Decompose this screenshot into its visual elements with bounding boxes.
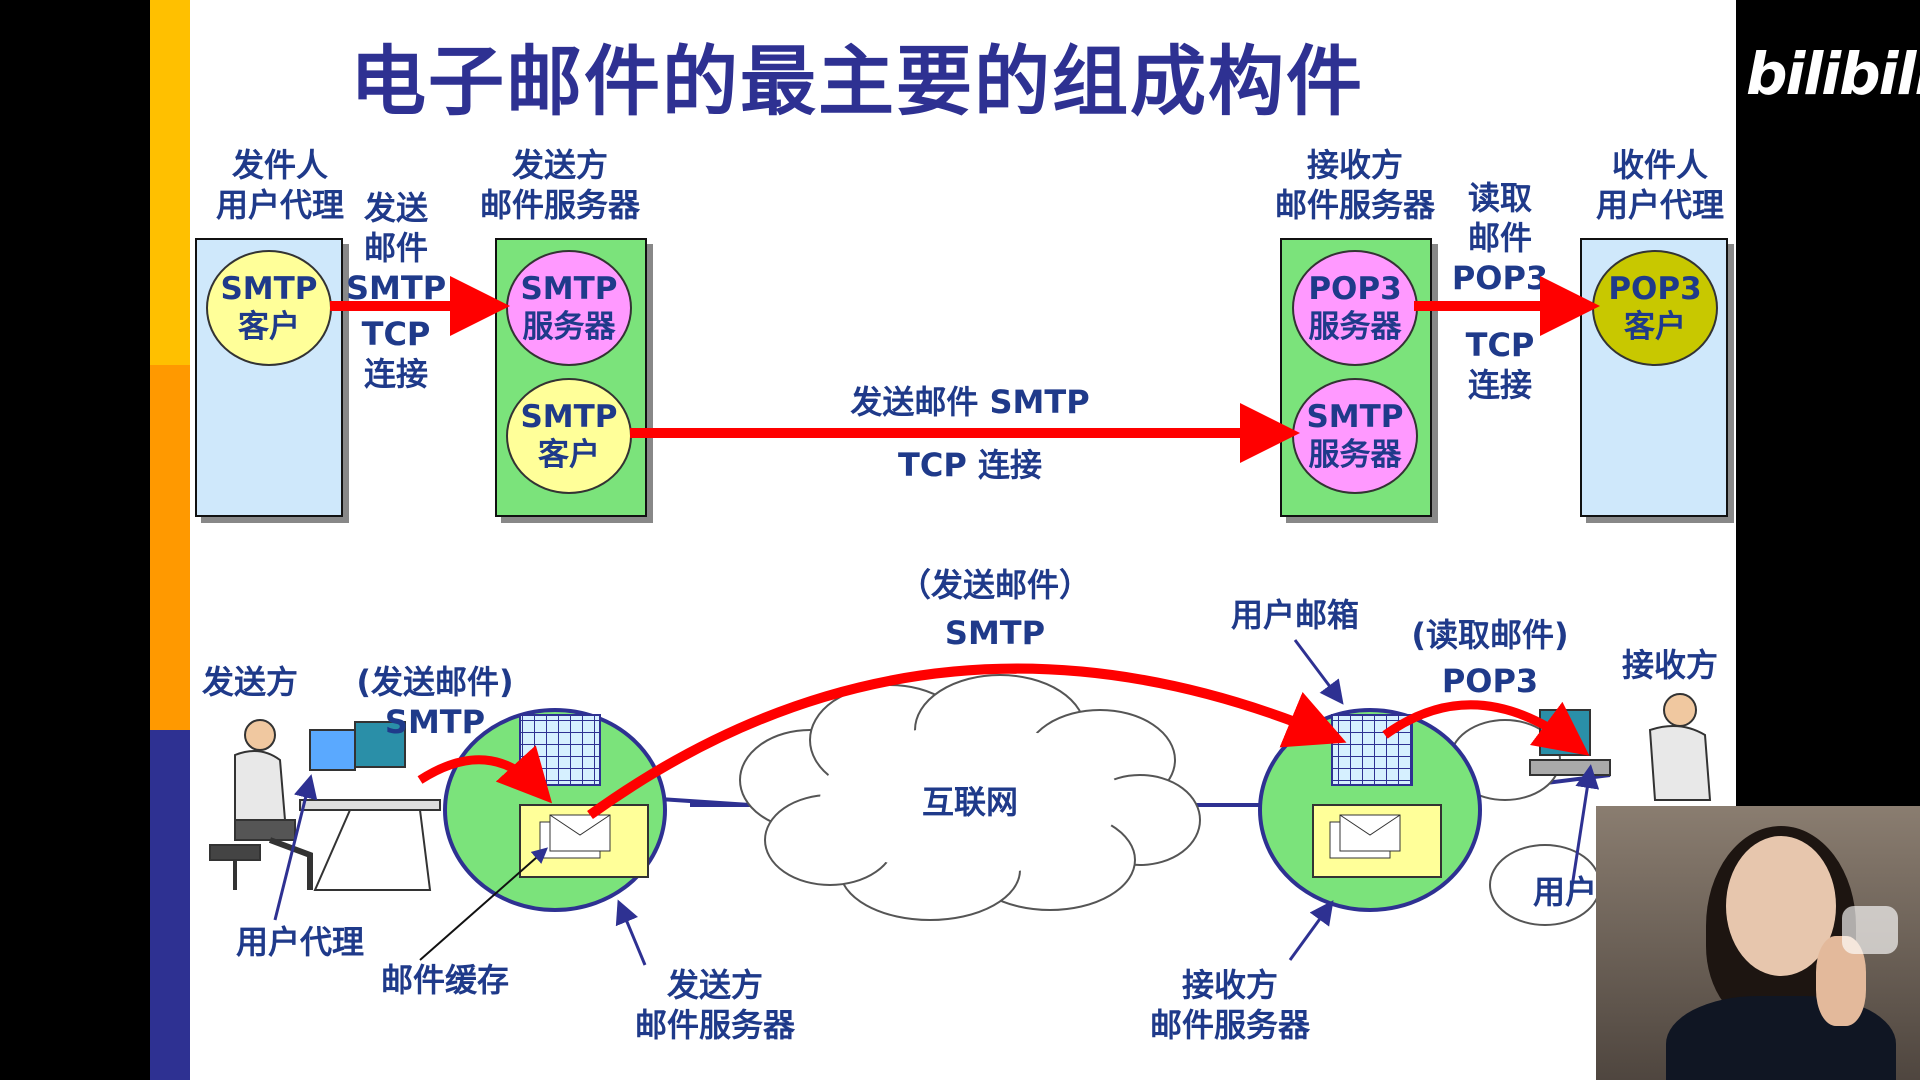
arrow2-bottom-label: TCP 连接 bbox=[898, 446, 1042, 484]
receiver-label: 接收方 bbox=[1621, 646, 1718, 684]
diagram-graphics bbox=[209, 276, 1712, 966]
sender-mail-buffer bbox=[519, 804, 649, 878]
sender-person bbox=[209, 719, 441, 891]
webcam-overlay bbox=[1596, 806, 1920, 1080]
bilibili-logo: bilibili bbox=[1746, 40, 1920, 108]
receiver-server-label-bottom: 接收方邮件服务器 bbox=[1149, 966, 1310, 1044]
user-partial-label: 用户 bbox=[1532, 873, 1597, 911]
sender-server-label: 发送方邮件服务器 bbox=[480, 146, 641, 224]
curve-pop3 bbox=[1382, 700, 1590, 756]
receiver-server-label: 接收方邮件服务器 bbox=[1274, 146, 1435, 224]
stripe-blue bbox=[150, 730, 190, 1080]
stripe-orange bbox=[150, 365, 190, 730]
receiver-ua-label: 收件人用户代理 bbox=[1595, 146, 1724, 224]
read-mail-label: (读取邮件)POP3 bbox=[1411, 616, 1569, 700]
mail-buffer-label: 邮件缓存 bbox=[380, 961, 509, 999]
curve-send-2 bbox=[587, 663, 1347, 820]
sender-mailbox-grid bbox=[519, 714, 601, 786]
mailbox-label: 用户邮箱 bbox=[1230, 596, 1359, 634]
send-mail-smtp-label: (发送邮件)SMTP bbox=[356, 663, 514, 741]
internet-label: 互联网 bbox=[921, 783, 1018, 821]
arrow2-top-label: 发送邮件 SMTP bbox=[850, 383, 1090, 421]
sender-server-label-bottom: 发送方邮件服务器 bbox=[634, 966, 795, 1044]
play-icon bbox=[1842, 906, 1898, 954]
internet-cloud bbox=[739, 674, 1201, 921]
receiver-mail-buffer bbox=[1312, 804, 1442, 878]
mid-send-label: （发送邮件）SMTP bbox=[898, 566, 1091, 652]
sender-label: 发送方 bbox=[201, 663, 298, 701]
user-agent-label: 用户代理 bbox=[235, 923, 364, 961]
stripe-yellow bbox=[150, 0, 190, 365]
slide-title: 电子邮件的最主要的组成构件 bbox=[350, 37, 1364, 126]
sender-ua-label: 发件人用户代理 bbox=[215, 146, 344, 224]
receiver-person bbox=[1529, 693, 1712, 801]
slide: 电子邮件的最主要的组成构件 发件人用户代理 发送方邮件服务器 接收方邮件服务器 … bbox=[150, 0, 1736, 1080]
curve-send-1 bbox=[417, 745, 553, 804]
